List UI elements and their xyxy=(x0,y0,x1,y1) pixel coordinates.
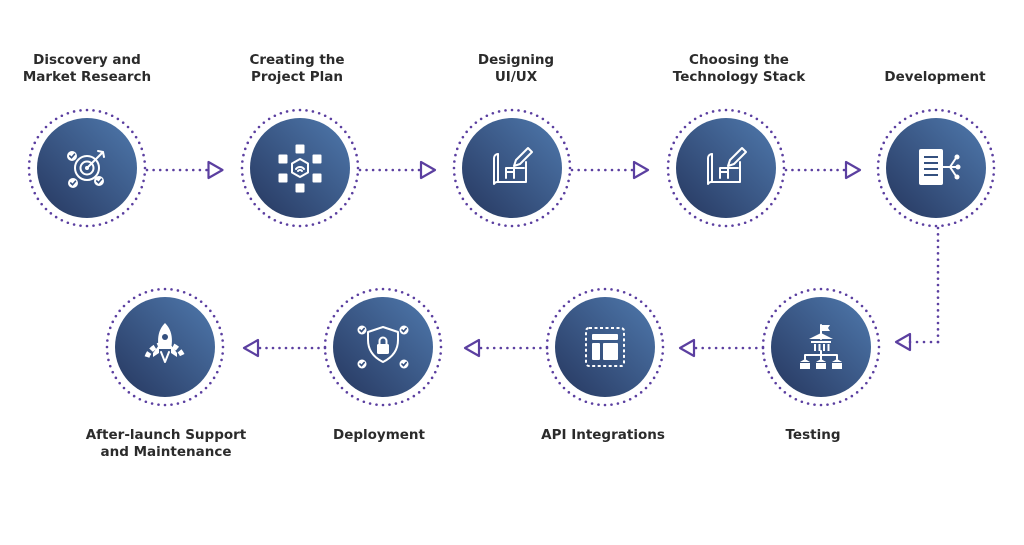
step-node-6 xyxy=(761,287,881,407)
step-node-7 xyxy=(545,287,665,407)
step-label-discovery: Discovery and Market Research xyxy=(22,52,152,85)
connector-dots-top-3 xyxy=(570,168,634,172)
step-node-2 xyxy=(240,108,360,228)
connector-dots-bottom-3 xyxy=(258,346,327,350)
step-label-project-plan: Creating the Project Plan xyxy=(249,52,345,85)
step-label-deployment: Deployment xyxy=(332,427,425,443)
dotted-ring xyxy=(545,287,665,407)
connector-dots-top-1 xyxy=(145,168,208,172)
flow-arrow-left-3 xyxy=(242,338,260,358)
step-circle xyxy=(771,297,871,397)
step-label-tech-stack: Choosing the Technology Stack xyxy=(672,52,806,85)
flow-arrow-right-1 xyxy=(207,160,224,180)
connector-dots-bottom-1 xyxy=(694,346,765,350)
hierarchy-flag-icon xyxy=(800,324,842,369)
step-label-development: Development xyxy=(884,69,986,85)
step-circle xyxy=(250,118,350,218)
step-label-designing: Designing UI/UX xyxy=(477,52,555,85)
connector-dots-top-2 xyxy=(358,168,421,172)
blueprint-pencil-icon xyxy=(493,147,533,185)
dotted-ring xyxy=(666,108,786,228)
connectors-layer xyxy=(145,160,940,358)
blueprint-pencil-icon xyxy=(707,147,747,185)
step-node-4 xyxy=(666,108,786,228)
shield-lock-icon xyxy=(357,325,409,369)
step-node-3 xyxy=(452,108,572,228)
flow-arrow-left-1 xyxy=(678,338,696,358)
dotted-ring xyxy=(876,108,996,228)
flow-arrow-right-4 xyxy=(844,160,862,180)
dotted-ring xyxy=(761,287,881,407)
network-hexagon-icon xyxy=(278,144,322,193)
step-node-9 xyxy=(105,287,225,407)
connector-dots-corner xyxy=(908,340,940,344)
dotted-ring xyxy=(323,287,443,407)
dotted-ring xyxy=(27,108,147,228)
step-node-5 xyxy=(876,108,996,228)
step-label-after-launch: After-launch Support and Maintenance xyxy=(85,427,247,460)
connector-dots-vertical xyxy=(936,226,940,344)
flow-arrow-left-testing xyxy=(894,332,912,352)
layout-grid-icon xyxy=(585,327,625,367)
dotted-ring xyxy=(452,108,572,228)
dotted-ring xyxy=(105,287,225,407)
connector-dots-bottom-2 xyxy=(479,346,549,350)
step-label-api-integrations: API Integrations xyxy=(541,427,665,443)
flow-arrow-left-2 xyxy=(463,338,481,358)
step-node-1 xyxy=(27,108,147,228)
dotted-ring xyxy=(240,108,360,228)
step-node-8 xyxy=(323,287,443,407)
connector-dots-top-4 xyxy=(784,168,846,172)
rocket-gear-icon xyxy=(144,323,186,363)
step-label-testing: Testing xyxy=(785,427,841,443)
target-check-icon xyxy=(67,150,105,188)
flow-arrow-right-3 xyxy=(632,160,650,180)
nodes-layer xyxy=(27,108,996,407)
document-branch-icon xyxy=(919,149,961,185)
flow-arrow-right-2 xyxy=(419,160,437,180)
